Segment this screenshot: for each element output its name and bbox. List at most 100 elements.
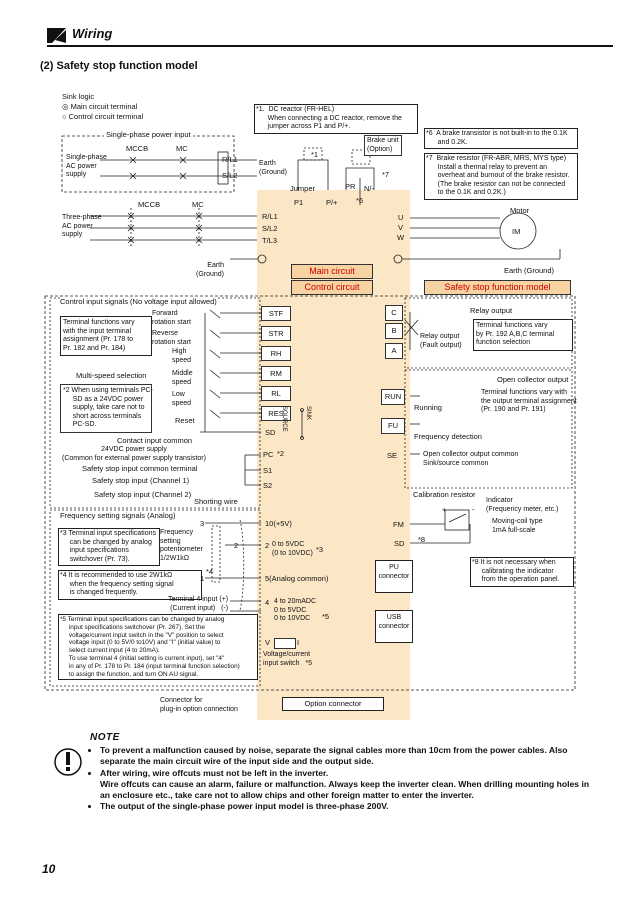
terminal-5: 5(Analog common)	[265, 574, 329, 583]
sink-logic-title: Sink logic	[62, 92, 95, 101]
star1-mark: *1	[311, 150, 319, 159]
mccb-label-2: MCCB	[138, 200, 161, 209]
motor-label: Motor	[510, 206, 530, 215]
note-star2: *2 When using terminals PC- SD as a 24VD…	[60, 384, 153, 433]
star6-mark: *6	[356, 196, 364, 205]
safety-ch2-label: Safety stop input (Channel 2)	[94, 490, 192, 499]
main-terminal-label: Main circuit terminal	[70, 102, 138, 111]
meter-minus: -	[472, 505, 475, 514]
control-terminal-label: Control circuit terminal	[68, 112, 144, 121]
low-speed-label: Low speed	[172, 391, 192, 407]
terminal-c: C	[385, 305, 403, 321]
input-tf-note: Terminal functions vary with the input t…	[60, 316, 152, 356]
usb-connector[interactable]: USB connector	[375, 610, 413, 643]
terminal-fm: FM	[393, 520, 404, 529]
pot-label: Frequency setting potentiometer 1/2W1kΩ	[160, 529, 203, 562]
terminal-tl3: T/L3	[262, 236, 278, 245]
shorting-wire-label: Shorting wire	[194, 497, 238, 506]
note-list: To prevent a malfunction caused by noise…	[90, 745, 590, 813]
source-label: SOURCE	[281, 406, 287, 432]
note-item-1: To prevent a malfunction caused by noise…	[100, 745, 590, 768]
mc-label-1: MC	[176, 144, 188, 153]
sink-label: SINK	[305, 406, 311, 421]
section-title: (2) Safety stop function model	[40, 60, 198, 72]
terminal-a: A	[385, 343, 403, 359]
terminal-4-range: 4 to 20mADC 0 to 5VDC 0 to 10VDC	[274, 598, 317, 622]
pot-pin2: 2	[234, 541, 239, 550]
terminal-res: RES	[261, 406, 291, 421]
terminal-2-range: 0 to 5VDC (0 to 10VDC)	[272, 541, 313, 557]
terminal-str: STR	[261, 326, 291, 341]
reset-label: Reset	[175, 416, 195, 425]
mc-label-2: MC	[192, 200, 204, 209]
star8-mark: *8	[418, 535, 426, 544]
page-number: 10	[42, 862, 56, 876]
brake-unit-box: Brake unit (Option)	[364, 135, 402, 156]
note-star1: *1. DC reactor (FR-HEL) When connecting …	[254, 104, 418, 134]
relay-output-title: Relay output	[470, 306, 513, 315]
switch-label: Voltage/current input switch *5	[263, 651, 313, 667]
running-label: Running	[414, 403, 442, 412]
terminal-run: RUN	[381, 389, 405, 405]
terminal4-input-label: Terminal 4 input (+) (Current input) (-)	[168, 596, 229, 612]
forward-label: Forward rotation start	[152, 310, 191, 326]
three-phase-supply: Three-phase AC power supply	[62, 214, 102, 238]
earth-label-top: Earth (Ground)	[259, 160, 288, 176]
calibration-resistor-label: Calibration resistor	[413, 490, 476, 499]
switch-i: I	[297, 638, 300, 647]
header-rule	[47, 45, 613, 47]
terminal-w: W	[397, 233, 405, 242]
terminal-4: 4	[265, 598, 270, 607]
pc-supply-label: 24VDC power supply (Common for external …	[62, 446, 206, 462]
multi-speed-label: Multi-speed selection	[76, 371, 147, 380]
terminal-rh: RH	[261, 346, 291, 361]
pu-connector[interactable]: PU connector	[375, 560, 413, 593]
terminal-rm: RM	[261, 366, 291, 381]
terminal-10: 10(+5V)	[265, 519, 292, 528]
terminal-se: SE	[387, 451, 398, 460]
safety-common-label: Safety stop input common terminal	[82, 464, 198, 473]
contact-common-label: Contact input common	[117, 436, 193, 445]
oc-common-label: Open collector output common Sink/source…	[423, 451, 519, 467]
note-title: NOTE	[90, 732, 120, 743]
star4-mark: *4	[206, 567, 214, 576]
terminal-2: 2	[265, 541, 270, 550]
terminal-sd-meter: SD	[394, 539, 405, 548]
star5-mark: *5	[322, 612, 330, 621]
terminal-pr: PR	[345, 182, 356, 191]
sl2-single: S/L2	[222, 171, 238, 180]
relay-tf-note: Terminal functions vary by Pr. 192 A,B,C…	[473, 319, 573, 351]
option-connector-label: Connector for plug-in option connection	[160, 697, 238, 713]
open-collector-title: Open collector output	[497, 375, 569, 384]
star3-mark: *3	[316, 545, 324, 554]
earth-label-mid: Earth (Ground)	[196, 262, 225, 278]
note-item-3: The output of the single-phase power inp…	[100, 801, 590, 812]
jumper-label: Jumper	[290, 184, 316, 193]
pot-pin3: 3	[200, 519, 205, 528]
main-circuit-band: Main circuit	[291, 264, 373, 279]
terminal-rl1: R/L1	[262, 212, 278, 221]
rl1-single: R/L1	[222, 155, 238, 164]
terminal-stf: STF	[261, 306, 291, 321]
option-connector-box: Option connector	[282, 697, 384, 711]
note-star3: *3 Terminal input specifications can be …	[58, 528, 160, 566]
terminal-u: U	[398, 213, 404, 222]
middle-speed-label: Middle speed	[172, 370, 193, 386]
pot-pin1: 1	[200, 574, 205, 583]
terminal-s2: S2	[263, 481, 273, 490]
switch-v: V	[265, 638, 271, 647]
meter-type-label: Moving-coil type 1mA full-scale	[492, 518, 543, 534]
analog-title: Frequency setting signals (Analog)	[60, 511, 176, 520]
note-item-2: After wiring, wire offcuts must not be l…	[100, 768, 590, 802]
meter-plus: +	[442, 505, 447, 514]
control-input-title: Control input signals (No voltage input …	[60, 297, 217, 306]
voltage-current-switch[interactable]	[274, 638, 296, 649]
star7-mark: *7	[382, 170, 390, 179]
im-label: IM	[512, 227, 521, 236]
terminal-v: V	[398, 223, 404, 232]
safety-ch1-label: Safety stop input (Channel 1)	[92, 476, 190, 485]
terminal-fu: FU	[381, 418, 405, 434]
terminal-s1: S1	[263, 466, 273, 475]
terminal-p1: P1	[294, 198, 304, 207]
reverse-label: Reverse rotation start	[152, 330, 191, 346]
